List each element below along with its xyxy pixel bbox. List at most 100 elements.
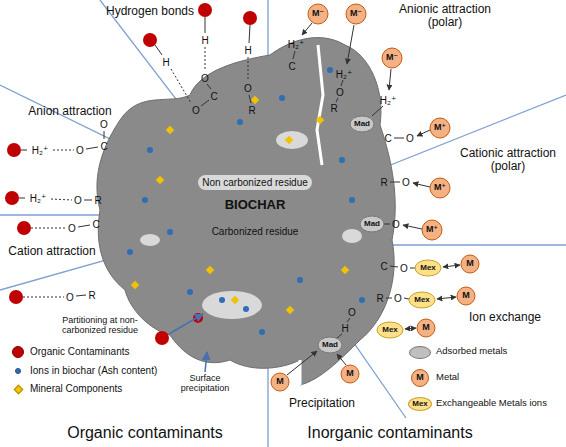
- heading-label: Cationic attraction (polar): [453, 147, 563, 173]
- label-box: C: [384, 133, 391, 144]
- label-box: Mex: [382, 326, 398, 335]
- label-box: Mex: [420, 264, 436, 273]
- chem-label: O: [192, 105, 200, 116]
- legend-row: Ions in biochar (Ash content): [30, 365, 157, 376]
- ion-label: Mad: [354, 120, 370, 129]
- label-box: O: [201, 73, 209, 84]
- chem-label: C: [288, 61, 295, 72]
- label-box: O: [66, 292, 74, 303]
- chem-label: H: [341, 323, 348, 334]
- biochar-core: Non carbonized residueBIOCHAR Carbonized …: [185, 172, 325, 237]
- label-box: M⁺: [434, 183, 446, 193]
- organic-contaminants: [5, 3, 257, 345]
- label-box: O: [348, 307, 356, 318]
- label-box: H: [244, 45, 251, 56]
- legend-text: Adsorbed metals: [436, 346, 507, 356]
- label-box: M⁺: [426, 225, 438, 235]
- region-label: Non carbonized residue: [198, 175, 312, 190]
- label-box: H: [162, 57, 169, 68]
- heading-label: Precipitation: [289, 397, 355, 410]
- label-box: Ion exchange: [469, 311, 541, 324]
- chem-label: O: [348, 307, 356, 318]
- label-box: C: [210, 91, 217, 102]
- metal-ions: [271, 4, 479, 391]
- chem-label: R: [380, 177, 387, 188]
- label-box: M: [276, 377, 284, 387]
- label-box: Mad: [364, 220, 380, 229]
- ion-label: M: [462, 291, 470, 301]
- label-box: R: [248, 105, 255, 116]
- chem-label: H₂⁺: [30, 193, 46, 204]
- ion-label: M⁺: [426, 225, 438, 235]
- label-box: M⁻: [350, 9, 362, 19]
- ion-label: M: [422, 323, 430, 333]
- chem-label: H: [244, 45, 251, 56]
- legend-row: Metal: [436, 372, 459, 382]
- chem-label: R: [248, 105, 255, 116]
- label-box: R: [94, 195, 101, 206]
- chem-label: O: [100, 119, 108, 130]
- legend-row: Organic Contaminants: [30, 346, 130, 357]
- chem-label: O: [394, 293, 402, 304]
- heading-label: Surface precipitation: [168, 374, 243, 394]
- label-box: O: [406, 133, 414, 144]
- biochar-blob: [97, 38, 395, 385]
- label-box: O: [336, 87, 344, 98]
- bonds: [19, 17, 415, 338]
- ion-label: M⁻: [386, 53, 398, 63]
- title-label: Inorganic contaminants: [307, 424, 472, 442]
- region-label: Carbonized residue: [185, 226, 325, 237]
- label-box: H₂⁺: [32, 145, 48, 156]
- legend-swatch: [15, 368, 21, 374]
- chem-label: C: [384, 133, 391, 144]
- label-box: Cation attraction: [8, 245, 95, 258]
- chem-label: O: [406, 133, 414, 144]
- chem-label: O: [66, 292, 74, 303]
- chem-label: H₂⁺: [380, 95, 396, 106]
- ion-label: M⁻: [312, 9, 324, 19]
- label-box: H: [341, 323, 348, 334]
- label-box: M: [462, 291, 470, 301]
- ion-label: M: [346, 369, 354, 379]
- label-box: Anion attraction: [28, 105, 111, 118]
- label-box: R: [376, 293, 383, 304]
- legend-row: Mineral Components: [30, 383, 122, 394]
- label-box: R: [380, 177, 387, 188]
- label-box: M: [422, 323, 430, 333]
- label-box: O: [394, 293, 402, 304]
- ion-label: M⁺: [434, 123, 446, 133]
- ion-label: M: [466, 259, 474, 269]
- label-box: C: [288, 61, 295, 72]
- non-carbonized-pockets: [140, 131, 362, 319]
- ion-label: M: [416, 373, 424, 383]
- chem-label: H₂⁺: [32, 145, 48, 156]
- label-box: R: [330, 103, 337, 114]
- label-box: O: [68, 223, 76, 234]
- legend-text: Exchangeable Metals ions: [436, 398, 547, 408]
- label-box: O: [400, 263, 408, 274]
- chem-label: O: [244, 83, 252, 94]
- chem-label: C: [100, 141, 107, 152]
- label-box: Inorganic contaminants: [307, 424, 472, 442]
- ion-label: Mex: [414, 296, 430, 305]
- label-box: M: [346, 369, 354, 379]
- chem-label: O: [336, 87, 344, 98]
- ion-label: Mex: [412, 400, 428, 409]
- ion-label: Mad: [322, 341, 338, 350]
- chem-label: H: [162, 57, 169, 68]
- label-box: O: [402, 177, 410, 188]
- label-box: M⁻: [312, 9, 324, 19]
- chem-label: O: [392, 219, 400, 230]
- main-title: BIOCHAR: [185, 198, 325, 212]
- legend-text: Mineral Components: [30, 383, 122, 394]
- chem-label: H₂⁺: [288, 39, 304, 50]
- label-box: M⁺: [434, 123, 446, 133]
- label-box: Mex: [412, 400, 428, 409]
- label-box: H₂⁺: [380, 95, 396, 106]
- legend-text: Organic Contaminants: [30, 346, 130, 357]
- heading-label: Anionic attraction (polar): [389, 3, 501, 29]
- chem-label: R: [376, 293, 383, 304]
- chem-label: O: [400, 263, 408, 274]
- label-box: O: [76, 145, 84, 156]
